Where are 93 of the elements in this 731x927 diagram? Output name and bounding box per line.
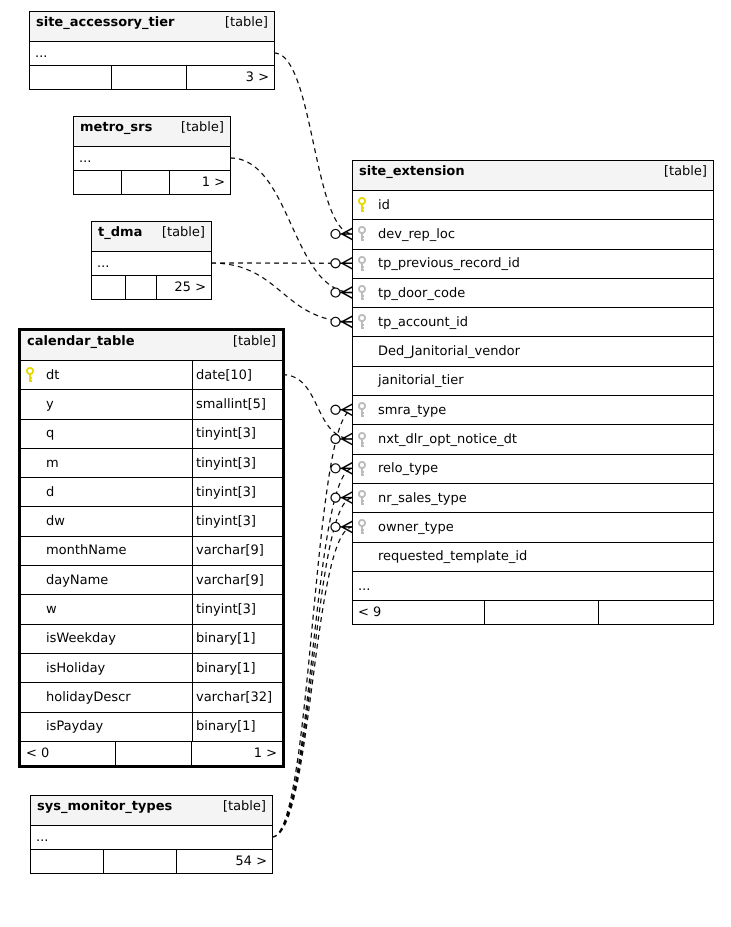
column-type: varchar[9] (196, 543, 264, 558)
column-type: smallint[5] (196, 396, 266, 412)
row-count: < 0 (26, 746, 50, 761)
column-name: dev_rep_loc (378, 226, 455, 242)
more-columns-text: ... (35, 46, 48, 61)
column-name: isHoliday (46, 660, 106, 676)
table-footer (30, 65, 274, 89)
column-name: monthName (46, 543, 127, 558)
table-row (21, 477, 282, 506)
row-count: 54 > (235, 854, 267, 869)
column-name: q (46, 426, 54, 442)
table-row (21, 712, 282, 741)
more-columns-text: ... (358, 578, 370, 594)
table-footer (92, 275, 211, 299)
table-footer (74, 170, 230, 194)
table-row (353, 307, 713, 336)
database-table (73, 116, 231, 195)
table-row (21, 624, 282, 653)
table-row (21, 565, 282, 594)
table-footer (21, 740, 282, 765)
column-name: requested_template_id (378, 549, 528, 564)
row-count: 3 > (246, 70, 269, 85)
column-name: isWeekday (46, 631, 116, 646)
table-name: metro_srs (80, 120, 152, 135)
table-row (21, 682, 282, 712)
database-table (91, 221, 212, 300)
table-type-label: [table] (232, 334, 276, 349)
column-type: tinyint[3] (196, 602, 256, 618)
relationship-line (210, 262, 354, 329)
table-footer (353, 600, 713, 624)
row-count: < 9 (358, 605, 382, 620)
table-row (21, 389, 282, 419)
column-name: smra_type (378, 402, 446, 418)
table-type-label: [table] (224, 15, 268, 30)
column-name: id (378, 198, 390, 213)
column-type: tinyint[3] (196, 426, 256, 442)
column-name: owner_type (378, 520, 454, 535)
column-type: date[10] (196, 368, 252, 383)
column-name: m (46, 456, 59, 471)
column-name: nr_sales_type (378, 490, 467, 506)
column-name: holidayDescr (46, 690, 131, 705)
more-columns-text: ... (97, 256, 110, 271)
table-name: t_dma (98, 225, 142, 240)
database-table (352, 160, 714, 626)
table-type-label: [table] (222, 799, 266, 814)
row-count: 25 > (174, 280, 206, 295)
table-row (21, 652, 282, 682)
column-name: dayName (46, 572, 108, 588)
database-table (29, 11, 275, 90)
column-name: tp_door_code (378, 286, 466, 301)
table-name: calendar_table (27, 334, 135, 349)
column-name: dw (46, 514, 65, 530)
column-name: relo_type (378, 461, 438, 476)
table-row (21, 506, 282, 536)
column-name: tp_previous_record_id (378, 256, 520, 272)
more-columns-text: ... (79, 151, 92, 166)
column-name: dt (46, 368, 60, 383)
table-row (353, 395, 713, 424)
table-row (21, 594, 282, 624)
column-type: binary[1] (196, 660, 256, 676)
table-row (21, 448, 282, 478)
column-name: w (46, 602, 57, 618)
table-type-label: [table] (664, 164, 707, 179)
column-type: tinyint[3] (196, 484, 256, 500)
column-name: Ded_Janitorial_vendor (378, 344, 520, 360)
column-type: tinyint[3] (196, 456, 256, 471)
column-name: y (46, 396, 54, 412)
table-row (21, 536, 282, 566)
more-columns-text: ... (36, 830, 48, 845)
table-row (21, 418, 282, 448)
column-name: d (46, 484, 54, 500)
column-type: binary[1] (196, 719, 256, 734)
table-name: site_extension (359, 164, 465, 179)
column-name: nxt_dlr_opt_notice_dt (378, 432, 517, 448)
table-type-label: [table] (162, 225, 205, 240)
database-table (18, 328, 285, 768)
column-name: janitorial_tier (378, 373, 464, 388)
column-type: varchar[9] (196, 572, 264, 588)
table-row (353, 190, 713, 220)
column-type: binary[1] (196, 631, 256, 646)
column-type: tinyint[3] (196, 514, 256, 530)
table-name: site_accessory_tier (36, 15, 174, 30)
row-count: 1 > (254, 746, 277, 761)
table-footer (31, 849, 272, 873)
table-row (353, 482, 713, 512)
column-name: isPayday (46, 719, 104, 734)
database-table (30, 795, 273, 874)
column-type: varchar[32] (196, 690, 272, 705)
column-name: tp_account_id (378, 314, 468, 330)
table-type-label: [table] (180, 120, 224, 135)
table-name: sys_monitor_types (37, 799, 172, 814)
table-row (21, 360, 282, 390)
row-count: 1 > (202, 175, 225, 190)
